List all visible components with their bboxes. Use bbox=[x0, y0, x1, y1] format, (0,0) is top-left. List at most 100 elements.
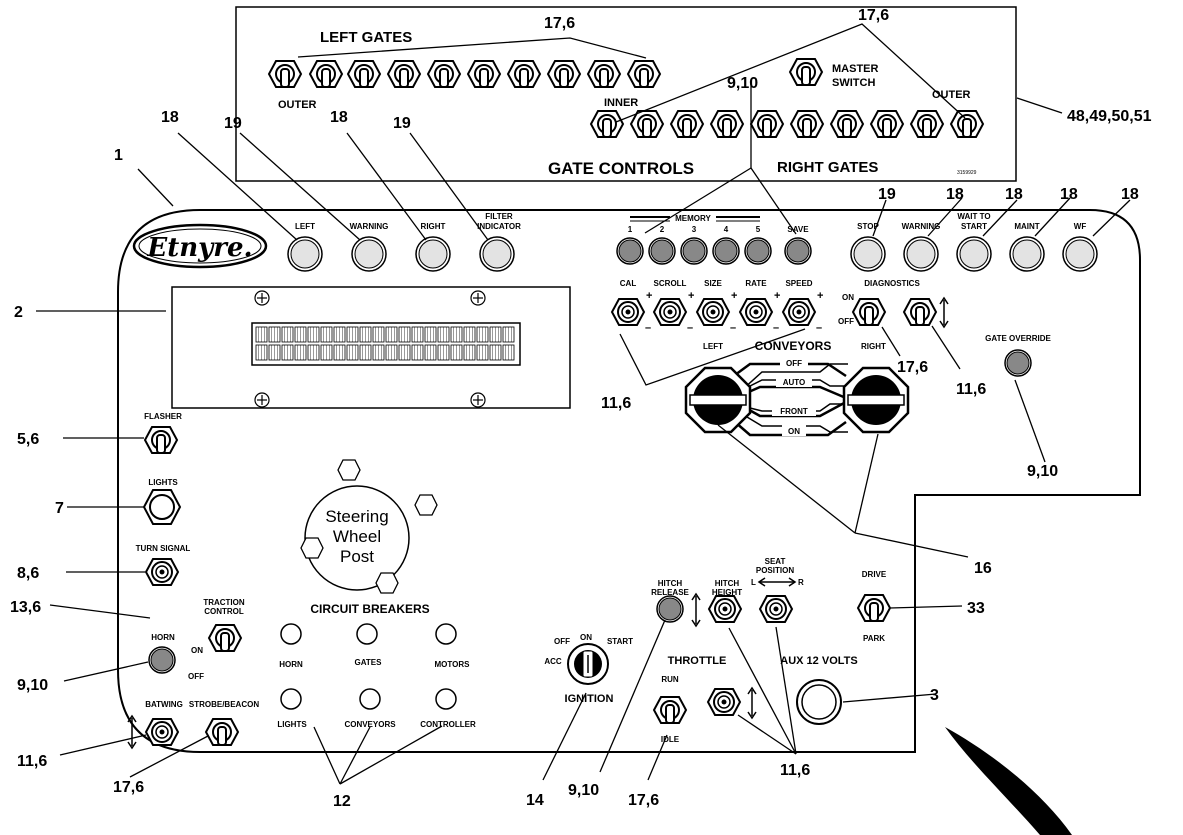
memory-4-button[interactable] bbox=[712, 237, 740, 265]
ignition-section: OFF ON START ACC IGNITION bbox=[544, 633, 633, 705]
callout-9-10-right: 9,10 bbox=[1027, 463, 1058, 480]
size-switch[interactable] bbox=[696, 298, 730, 326]
left-gate-toggle[interactable] bbox=[347, 60, 381, 88]
right-gate-toggle[interactable] bbox=[950, 110, 984, 138]
right-gate-toggle[interactable] bbox=[750, 110, 784, 138]
right-gate-toggle[interactable] bbox=[710, 110, 744, 138]
wait-lamp-label-2: START bbox=[961, 222, 987, 231]
traction-off-label: OFF bbox=[188, 672, 204, 681]
right-conveyor-selector[interactable] bbox=[842, 366, 910, 434]
right-gate-toggle[interactable] bbox=[870, 110, 904, 138]
master-switch-toggle[interactable] bbox=[789, 58, 823, 86]
plus-sign: + bbox=[731, 290, 737, 302]
left-conveyor-selector[interactable] bbox=[684, 366, 752, 434]
horn-button[interactable] bbox=[148, 646, 176, 674]
memory-1-button[interactable] bbox=[616, 237, 644, 265]
filter-lamp-label-1: FILTER bbox=[485, 212, 513, 221]
left-column-controls: FLASHER LIGHTS TURN SIGNAL HORN TRACTION… bbox=[127, 412, 259, 750]
save-button[interactable] bbox=[784, 237, 812, 265]
throttle-adjust-switch[interactable] bbox=[707, 688, 741, 716]
conveyor-right-label: RIGHT bbox=[861, 342, 886, 351]
flasher-toggle[interactable] bbox=[144, 426, 178, 454]
memory-5-button[interactable] bbox=[744, 237, 772, 265]
steering-line1: Steering bbox=[325, 507, 388, 526]
left-gate-toggle[interactable] bbox=[309, 60, 343, 88]
minus-sign: – bbox=[730, 322, 736, 334]
leader-lines bbox=[36, 23, 1131, 785]
left-gate-toggle[interactable] bbox=[467, 60, 501, 88]
rate-label: RATE bbox=[745, 279, 767, 288]
drive-label: DRIVE bbox=[862, 570, 887, 579]
lights-switch[interactable] bbox=[142, 489, 182, 525]
conveyors-section: CONVEYORS OFF AUTO FRONT ON bbox=[684, 339, 910, 437]
traction-control-toggle[interactable] bbox=[208, 624, 242, 652]
right-gate-toggle[interactable] bbox=[910, 110, 944, 138]
strobe-beacon-toggle[interactable] bbox=[205, 718, 239, 746]
rate-switch[interactable] bbox=[739, 298, 773, 326]
ignition-start-label: START bbox=[607, 637, 633, 646]
conveyor-front-label: FRONT bbox=[780, 407, 808, 416]
left-gate-toggle[interactable] bbox=[547, 60, 581, 88]
maint-lamp bbox=[1009, 236, 1045, 272]
left-gate-toggle[interactable] bbox=[268, 60, 302, 88]
left-indicator-lamps: LEFT WARNING RIGHT FILTER INDICATOR bbox=[287, 212, 521, 272]
adjust-knobs: CAL SCROLL SIZE RATE SPEED + + + + + – –… bbox=[611, 279, 823, 334]
hitch-release-button[interactable] bbox=[656, 595, 684, 623]
gate-override-button[interactable] bbox=[1004, 349, 1032, 377]
right-gate-toggle[interactable] bbox=[790, 110, 824, 138]
diagnostics-aux-toggle[interactable] bbox=[903, 298, 937, 326]
callout-11-6-left: 11,6 bbox=[17, 753, 47, 770]
circuit-breakers-title: CIRCUIT BREAKERS bbox=[310, 602, 429, 616]
conveyors-title: CONVEYORS bbox=[755, 339, 832, 353]
wait-to-start-lamp bbox=[956, 236, 992, 272]
diagnostics-toggle[interactable] bbox=[852, 298, 886, 326]
right-gate-toggle[interactable] bbox=[590, 110, 624, 138]
callout-5-6: 5,6 bbox=[17, 431, 39, 448]
gate-override: GATE OVERRIDE bbox=[985, 334, 1051, 377]
hitch-height-switch[interactable] bbox=[708, 595, 742, 623]
left-gate-toggle[interactable] bbox=[507, 60, 541, 88]
left-gate-toggle[interactable] bbox=[627, 60, 661, 88]
left-gate-toggle[interactable] bbox=[427, 60, 461, 88]
gates-breaker[interactable] bbox=[356, 623, 378, 645]
left-gate-toggle[interactable] bbox=[587, 60, 621, 88]
callout-48-51: 48,49,50,51 bbox=[1067, 108, 1152, 125]
left-gate-toggle[interactable] bbox=[387, 60, 421, 88]
callout-17-6-left: 17,6 bbox=[113, 779, 144, 796]
speed-switch[interactable] bbox=[782, 298, 816, 326]
ignition-key-switch[interactable] bbox=[567, 643, 609, 685]
callout-18b: 18 bbox=[330, 109, 348, 126]
right-gate-toggle[interactable] bbox=[830, 110, 864, 138]
cal-switch[interactable] bbox=[611, 298, 645, 326]
diagnostics-section: DIAGNOSTICS ON OFF LEFT RIGHT bbox=[703, 279, 949, 351]
controller-breaker[interactable] bbox=[435, 688, 457, 710]
callout-18f: 18 bbox=[1121, 186, 1139, 203]
up-down-arrow-icon bbox=[747, 686, 757, 720]
callout-14: 14 bbox=[526, 792, 544, 809]
memory-2-button[interactable] bbox=[648, 237, 676, 265]
conveyor-left-label: LEFT bbox=[703, 342, 723, 351]
scroll-switch[interactable] bbox=[653, 298, 687, 326]
horn-breaker[interactable] bbox=[280, 623, 302, 645]
right-lamp-label: RIGHT bbox=[421, 222, 446, 231]
traction-on-label: ON bbox=[191, 646, 203, 655]
inner-label: INNER bbox=[604, 97, 638, 109]
motors-breaker[interactable] bbox=[435, 623, 457, 645]
memory-title: MEMORY bbox=[675, 214, 711, 223]
turn-signal-switch[interactable] bbox=[145, 558, 179, 586]
conveyors-breaker[interactable] bbox=[359, 688, 381, 710]
left-gates-label: LEFT GATES bbox=[320, 29, 412, 46]
save-label: SAVE bbox=[787, 225, 809, 234]
batwing-switch[interactable] bbox=[145, 718, 179, 746]
callout-13-6: 13,6 bbox=[10, 599, 41, 616]
memory-3-button[interactable] bbox=[680, 237, 708, 265]
aux-12v-socket[interactable] bbox=[796, 679, 842, 725]
right-gate-toggle[interactable] bbox=[670, 110, 704, 138]
right-gate-toggle[interactable] bbox=[630, 110, 664, 138]
drive-park-toggle[interactable] bbox=[857, 594, 891, 622]
callout-11-6-right: 11,6 bbox=[956, 381, 986, 398]
seat-position-switch[interactable] bbox=[759, 595, 793, 623]
throttle-toggle[interactable] bbox=[653, 696, 687, 724]
lights-breaker[interactable] bbox=[280, 688, 302, 710]
callout-33: 33 bbox=[967, 600, 985, 617]
